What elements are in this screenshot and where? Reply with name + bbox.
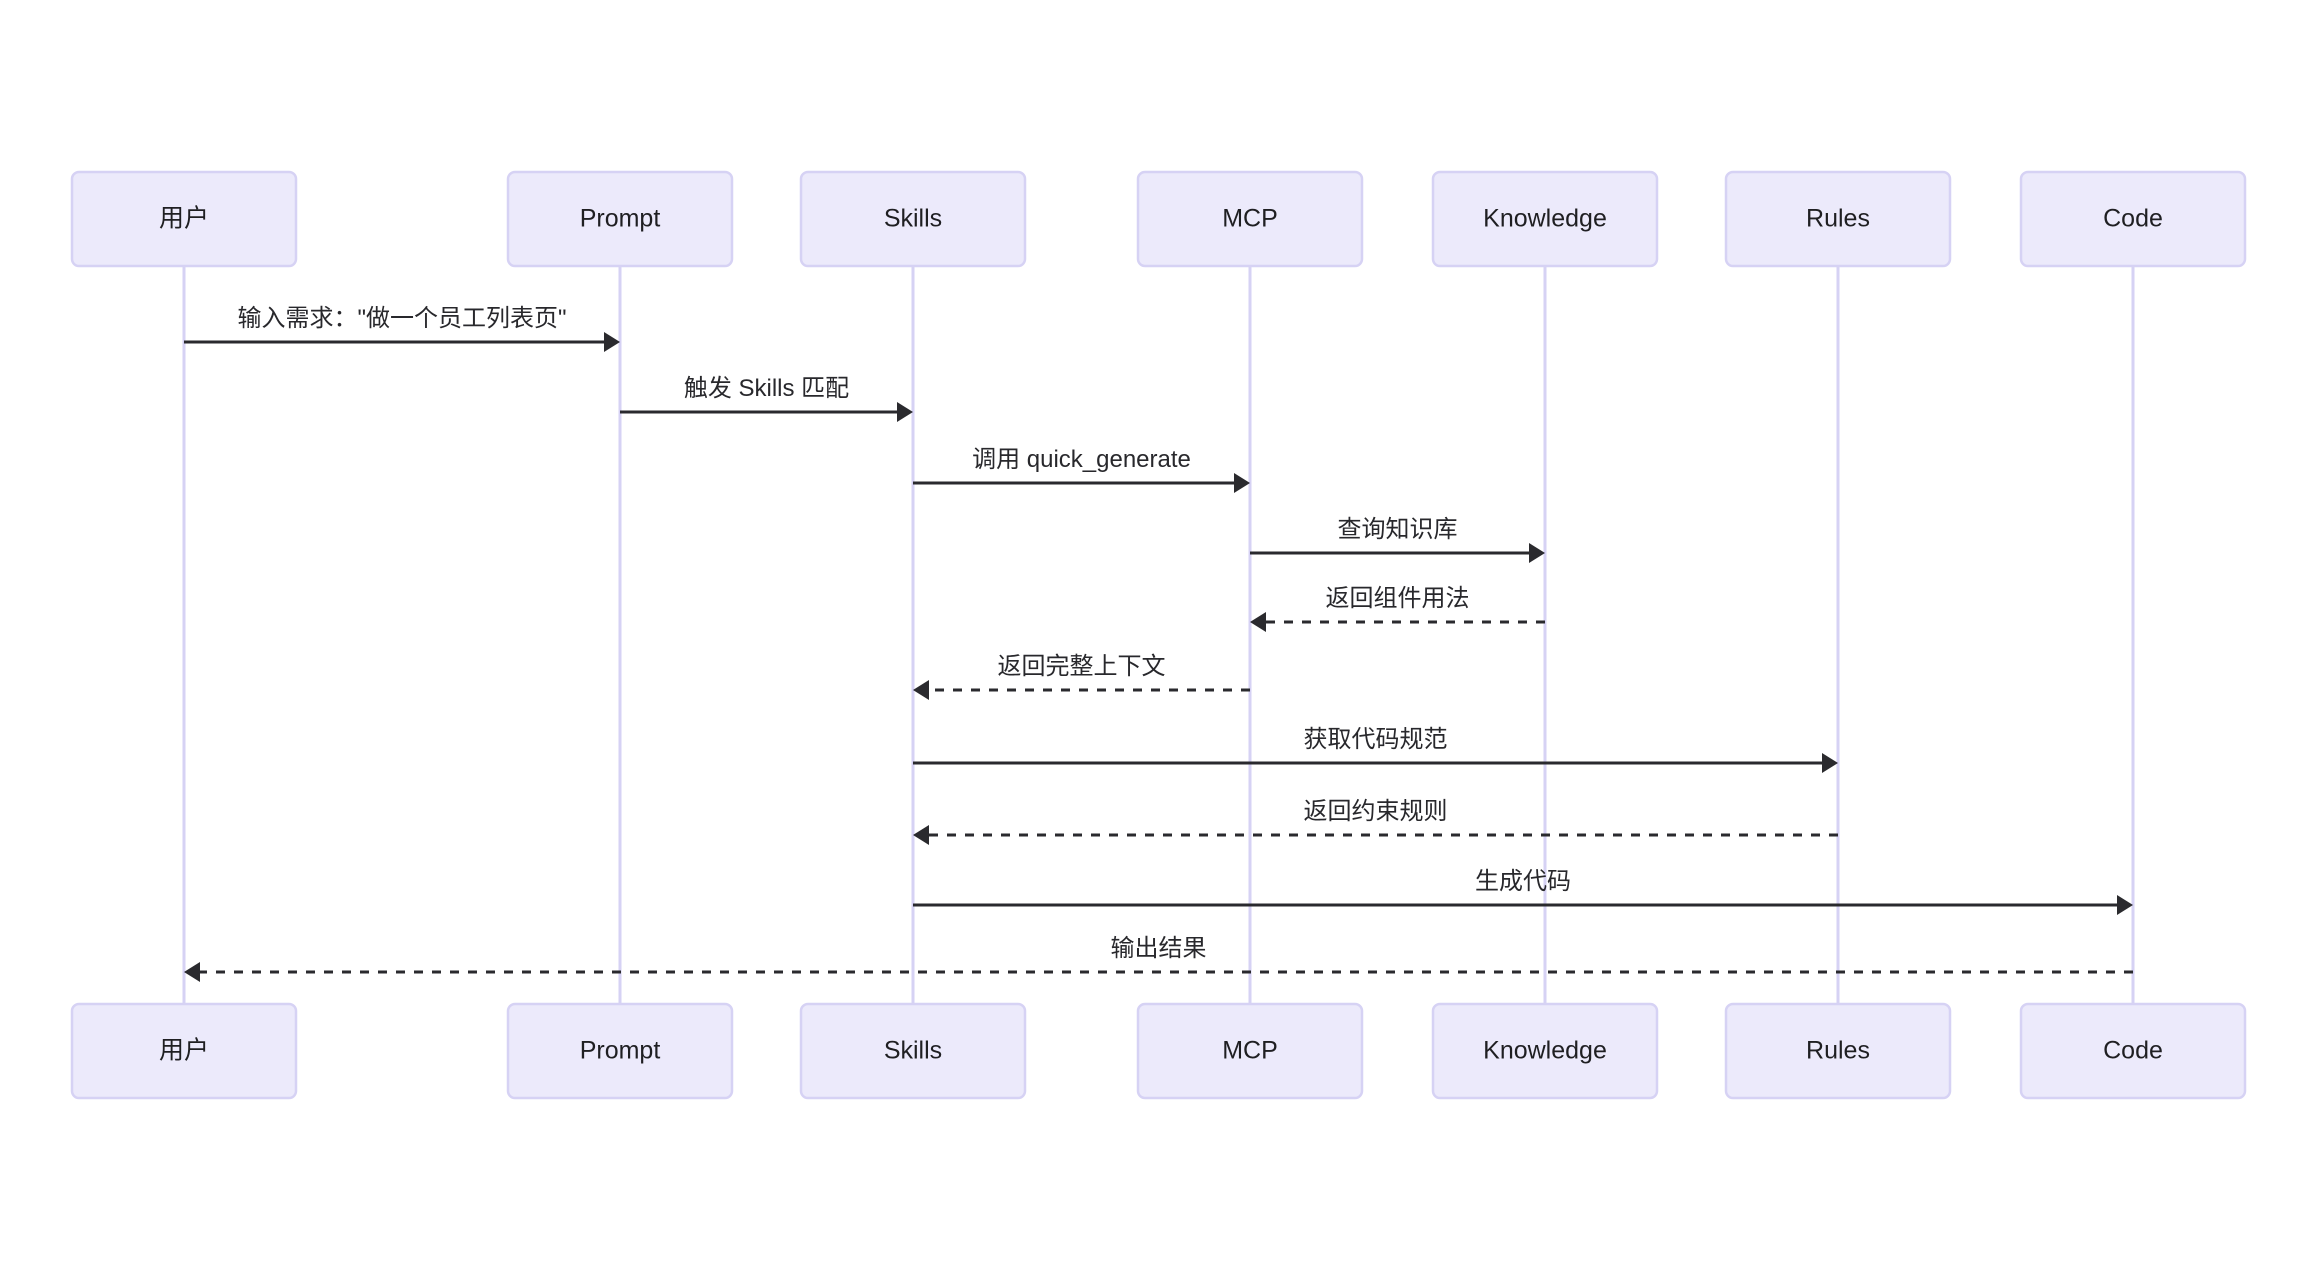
- message-9-skills-to-code: 生成代码: [913, 868, 2133, 915]
- message-7-skills-to-rules: 获取代码规范: [913, 726, 1838, 773]
- message-10-code-to-user: 输出结果: [184, 935, 2133, 982]
- message-label-2: 触发 Skills 匹配: [684, 375, 849, 402]
- message-4-mcp-to-knowledge: 查询知识库: [1250, 516, 1545, 563]
- actor-top-mcp[interactable]: MCP: [1136, 170, 1364, 268]
- actor-box-skills[interactable]: [799, 1002, 1027, 1100]
- actor-label-knowledge: Knowledge: [1483, 1037, 1607, 1065]
- actor-box-code[interactable]: [2019, 170, 2247, 268]
- actor-label-prompt: Prompt: [580, 1037, 661, 1065]
- arrow-head-3: [1234, 473, 1250, 493]
- message-label-3: 调用 quick_generate: [972, 446, 1191, 473]
- arrow-head-7: [1822, 753, 1838, 773]
- arrow-head-1: [604, 332, 620, 352]
- actor-top-prompt[interactable]: Prompt: [506, 170, 734, 268]
- actor-label-mcp: MCP: [1222, 205, 1278, 233]
- arrow-head-5: [1250, 612, 1266, 632]
- actor-bottom-prompt[interactable]: Prompt: [506, 1002, 734, 1100]
- message-1-user-to-prompt: 输入需求："做一个员工列表页": [184, 305, 620, 352]
- arrow-head-4: [1529, 543, 1545, 563]
- arrow-head-8: [913, 825, 929, 845]
- actor-box-rules[interactable]: [1724, 1002, 1952, 1100]
- actor-bottom-rules[interactable]: Rules: [1724, 1002, 1952, 1100]
- actor-label-prompt: Prompt: [580, 205, 661, 233]
- actor-bottom-user[interactable]: 用户: [70, 1002, 298, 1100]
- message-8-rules-to-skills: 返回约束规则: [913, 798, 1838, 845]
- message-2-prompt-to-skills: 触发 Skills 匹配: [620, 375, 913, 422]
- actor-bottom-code[interactable]: Code: [2019, 1002, 2247, 1100]
- actor-label-rules: Rules: [1806, 1037, 1870, 1065]
- actor-top-skills[interactable]: Skills: [799, 170, 1027, 268]
- message-label-8: 返回约束规则: [1304, 798, 1448, 825]
- message-label-6: 返回完整上下文: [998, 653, 1166, 680]
- message-3-skills-to-mcp: 调用 quick_generate: [913, 446, 1250, 493]
- message-label-5: 返回组件用法: [1326, 585, 1470, 612]
- actor-label-code: Code: [2103, 205, 2163, 233]
- message-5-knowledge-to-mcp: 返回组件用法: [1250, 585, 1545, 632]
- message-label-7: 获取代码规范: [1304, 726, 1448, 753]
- arrow-head-6: [913, 680, 929, 700]
- actor-box-user[interactable]: [70, 170, 298, 268]
- actor-label-mcp: MCP: [1222, 1037, 1278, 1065]
- arrow-head-2: [897, 402, 913, 422]
- actor-top-knowledge[interactable]: Knowledge: [1431, 170, 1659, 268]
- message-label-9: 生成代码: [1475, 868, 1571, 895]
- actor-label-user: 用户: [159, 205, 209, 233]
- actor-box-prompt[interactable]: [506, 1002, 734, 1100]
- message-label-1: 输入需求："做一个员工列表页": [237, 305, 566, 332]
- actor-label-user: 用户: [159, 1037, 209, 1065]
- actor-top-user[interactable]: 用户: [70, 170, 298, 268]
- actor-box-user[interactable]: [70, 1002, 298, 1100]
- actor-bottom-knowledge[interactable]: Knowledge: [1431, 1002, 1659, 1100]
- actor-box-mcp[interactable]: [1136, 1002, 1364, 1100]
- actor-box-mcp[interactable]: [1136, 170, 1364, 268]
- bottom-actor-boxes-group: 用户 Prompt Skills MCP Knowledge Rules Code: [70, 1002, 2247, 1100]
- actor-box-skills[interactable]: [799, 170, 1027, 268]
- actor-box-code[interactable]: [2019, 1002, 2247, 1100]
- actor-top-rules[interactable]: Rules: [1724, 170, 1952, 268]
- actor-label-skills: Skills: [884, 1037, 942, 1065]
- lifelines-group: [182, 266, 2135, 1004]
- message-label-10: 输出结果: [1111, 935, 1207, 962]
- actor-box-prompt[interactable]: [506, 170, 734, 268]
- actor-label-rules: Rules: [1806, 205, 1870, 233]
- actor-bottom-mcp[interactable]: MCP: [1136, 1002, 1364, 1100]
- actor-top-code[interactable]: Code: [2019, 170, 2247, 268]
- actor-box-rules[interactable]: [1724, 170, 1952, 268]
- actor-label-knowledge: Knowledge: [1483, 205, 1607, 233]
- message-label-4: 查询知识库: [1338, 516, 1458, 543]
- message-6-mcp-to-skills: 返回完整上下文: [913, 653, 1250, 700]
- arrow-head-10: [184, 962, 200, 982]
- actor-bottom-skills[interactable]: Skills: [799, 1002, 1027, 1100]
- actor-box-knowledge[interactable]: [1431, 1002, 1659, 1100]
- top-actor-boxes-group: 用户 Prompt Skills MCP Knowledge Rules Code: [70, 170, 2247, 268]
- actor-box-knowledge[interactable]: [1431, 170, 1659, 268]
- actor-label-skills: Skills: [884, 205, 942, 233]
- arrow-head-9: [2117, 895, 2133, 915]
- actor-label-code: Code: [2103, 1037, 2163, 1065]
